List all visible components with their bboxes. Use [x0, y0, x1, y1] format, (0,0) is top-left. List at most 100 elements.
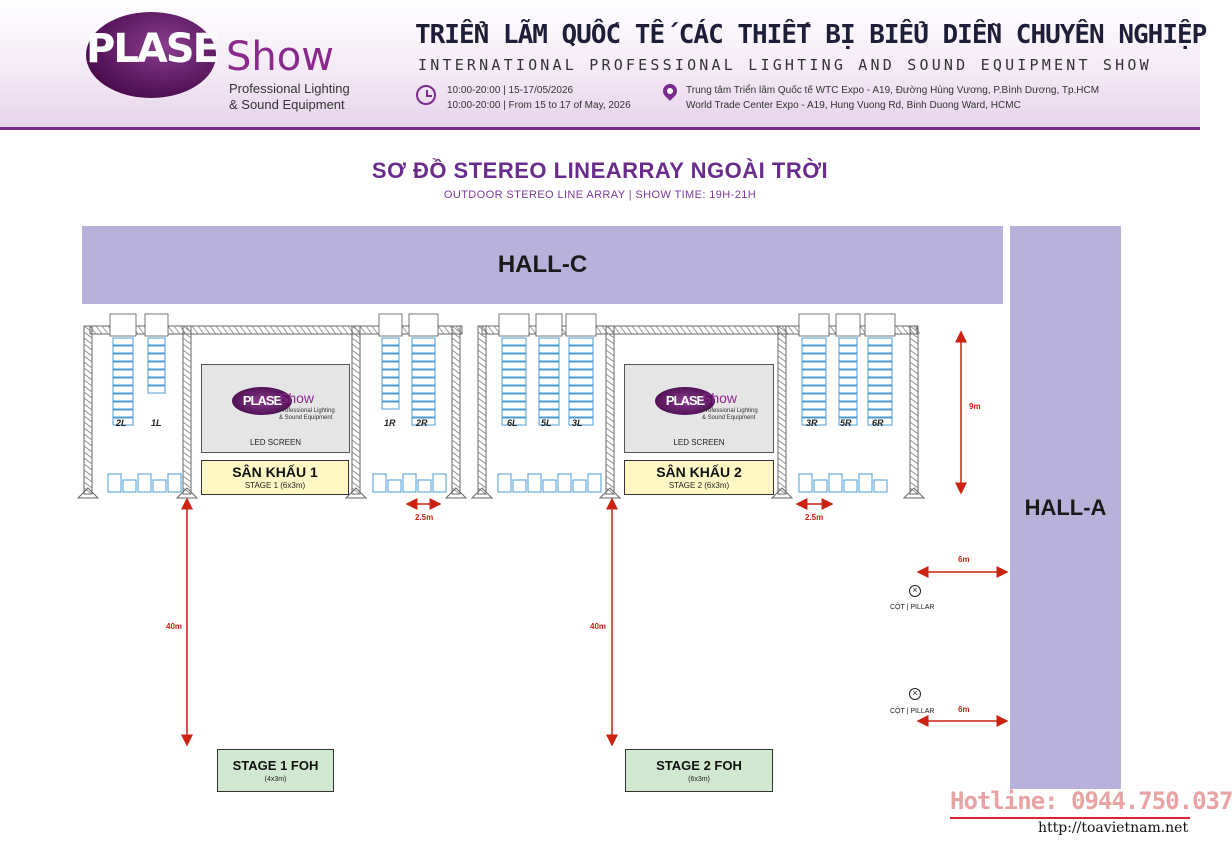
- line-array-5l-cabinet: [538, 409, 560, 418]
- map-title: SƠ ĐỒ STEREO LINEARRAY NGOÀI TRỜI: [371, 158, 829, 183]
- line-array-3l-cabinet: [568, 401, 594, 410]
- line-array-2l-cabinet: [112, 385, 134, 394]
- foh-distance-1: 40m: [166, 622, 183, 631]
- truss-tower: [770, 325, 794, 499]
- line-array-1r-cabinet: [381, 393, 400, 402]
- line-array-1l-cabinet: [147, 377, 166, 386]
- line-array-5r-cabinet: [838, 401, 858, 410]
- plase-logo-oval: [86, 12, 216, 98]
- line-array-6l-header: [498, 313, 530, 337]
- speaker-label-6l: 6L: [507, 418, 518, 428]
- event-time-en: 10:00-20:00 | From 15 to 17 of May, 2026: [447, 100, 631, 111]
- subwoofer: [432, 473, 447, 493]
- led-logo-sub1: Professional Lighting: [702, 408, 758, 414]
- line-array-3r-cabinet: [801, 369, 827, 378]
- stage-2-foh-size: (6x3m): [688, 776, 710, 783]
- stage-1-foh-name: STAGE 1 FOH: [232, 758, 319, 773]
- line-array-1r-cabinet: [381, 401, 400, 410]
- line-array-3l-cabinet: [568, 377, 594, 386]
- line-array-5r-cabinet: [838, 417, 858, 426]
- subwoofer: [828, 473, 843, 493]
- line-array-6l-cabinet: [501, 417, 527, 426]
- line-array-3l-cabinet: [568, 345, 594, 354]
- stage-2-size: STAGE 2 (6x3m): [668, 481, 730, 490]
- line-array-6r-cabinet: [867, 353, 893, 362]
- subwoofer: [402, 473, 417, 493]
- line-array-2r-cabinet: [411, 361, 436, 370]
- website-link[interactable]: http://toavietnam.net: [1038, 820, 1189, 836]
- subwoofer: [557, 473, 572, 493]
- line-array-2l-cabinet: [112, 401, 134, 410]
- line-array-2r-cabinet: [411, 401, 436, 410]
- pillar-distance-2: 6m: [958, 705, 970, 714]
- line-array-1l-cabinet: [147, 345, 166, 354]
- truss-tower: [175, 325, 199, 499]
- line-array-2l-cabinet: [112, 345, 134, 354]
- stage-2-foh-name: STAGE 2 FOH: [656, 758, 742, 773]
- subwoofer: [813, 479, 828, 493]
- stage-1-foh-size: (4x3m): [264, 776, 287, 783]
- truss-tower: [76, 325, 100, 499]
- gap-dimension-2: 2.5m: [805, 513, 824, 522]
- speaker-label-3l: 3L: [572, 418, 583, 428]
- line-array-3r-cabinet: [801, 377, 827, 386]
- line-array-2r-header: [408, 313, 439, 337]
- logo-brand-text: PLASE: [86, 26, 220, 72]
- line-array-5r-cabinet: [838, 337, 858, 346]
- line-array-5r-cabinet: [838, 393, 858, 402]
- led-logo-show: Show: [702, 390, 738, 406]
- line-array-5r-cabinet: [838, 353, 858, 362]
- subwoofer: [858, 473, 873, 493]
- stage-layout-drawing: [76, 313, 1009, 747]
- line-array-3l-cabinet: [568, 337, 594, 346]
- line-array-1r-cabinet: [381, 353, 400, 362]
- hotline-text: Hotline: 0944.750.037: [950, 787, 1232, 815]
- line-array-6l-cabinet: [501, 345, 527, 354]
- pillar-distance-1: 6m: [958, 555, 970, 564]
- subwoofer: [512, 479, 527, 493]
- line-array-6l-cabinet: [501, 377, 527, 386]
- line-array-3l-header: [565, 313, 597, 337]
- pillar-cross-icon: ×: [909, 688, 921, 700]
- line-array-5l-cabinet: [538, 377, 560, 386]
- line-array-2l-cabinet: [112, 417, 134, 426]
- led-screen-label: LED SCREEN: [673, 438, 725, 447]
- line-array-6r-cabinet: [867, 417, 893, 426]
- led-logo-show: Show: [279, 390, 315, 406]
- line-array-5r-cabinet: [838, 369, 858, 378]
- line-array-5r-cabinet: [838, 385, 858, 394]
- stage-2-foh: STAGE 2 FOH (6x3m): [625, 749, 773, 792]
- line-array-2l-cabinet: [112, 377, 134, 386]
- subwoofer: [798, 473, 813, 493]
- stage-1: SÂN KHẤU 1 STAGE 1 (6x3m): [201, 460, 349, 495]
- line-array-3l-cabinet: [568, 361, 594, 370]
- foh-distance-2: 40m: [590, 622, 607, 631]
- line-array-2l-cabinet: [112, 409, 134, 418]
- line-array-6l-cabinet: [501, 369, 527, 378]
- line-array-3r-header: [798, 313, 830, 337]
- line-array-3r-cabinet: [801, 401, 827, 410]
- line-array-2r-cabinet: [411, 417, 436, 426]
- line-array-2r-cabinet: [411, 353, 436, 362]
- line-array-3r-cabinet: [801, 337, 827, 346]
- line-array-3l-cabinet: [568, 385, 594, 394]
- line-array-1r-cabinet: [381, 369, 400, 378]
- line-array-5l-cabinet: [538, 337, 560, 346]
- event-title-vi: TRIỂN LÃM QUỐC TẾ CÁC THIẾT BỊ BIỂU DIỄN…: [415, 20, 1207, 50]
- line-array-2r-cabinet: [411, 369, 436, 378]
- line-array-5r-cabinet: [838, 345, 858, 354]
- subwoofer: [527, 473, 542, 493]
- gap-dimension-1: 2.5m: [415, 513, 434, 522]
- hall-a: HALL-A: [1010, 226, 1121, 789]
- line-array-5r-cabinet: [838, 409, 858, 418]
- line-array-6r-cabinet: [867, 369, 893, 378]
- line-array-6l-cabinet: [501, 337, 527, 346]
- subwoofer: [372, 473, 387, 493]
- line-array-1l-cabinet: [147, 361, 166, 370]
- line-array-3r-cabinet: [801, 417, 827, 426]
- led-logo-sub2: & Sound Equipment: [702, 415, 756, 421]
- line-array-3l-cabinet: [568, 409, 594, 418]
- line-array-5l-header: [535, 313, 563, 337]
- line-array-3l-cabinet: [568, 417, 594, 426]
- line-array-5r-cabinet: [838, 377, 858, 386]
